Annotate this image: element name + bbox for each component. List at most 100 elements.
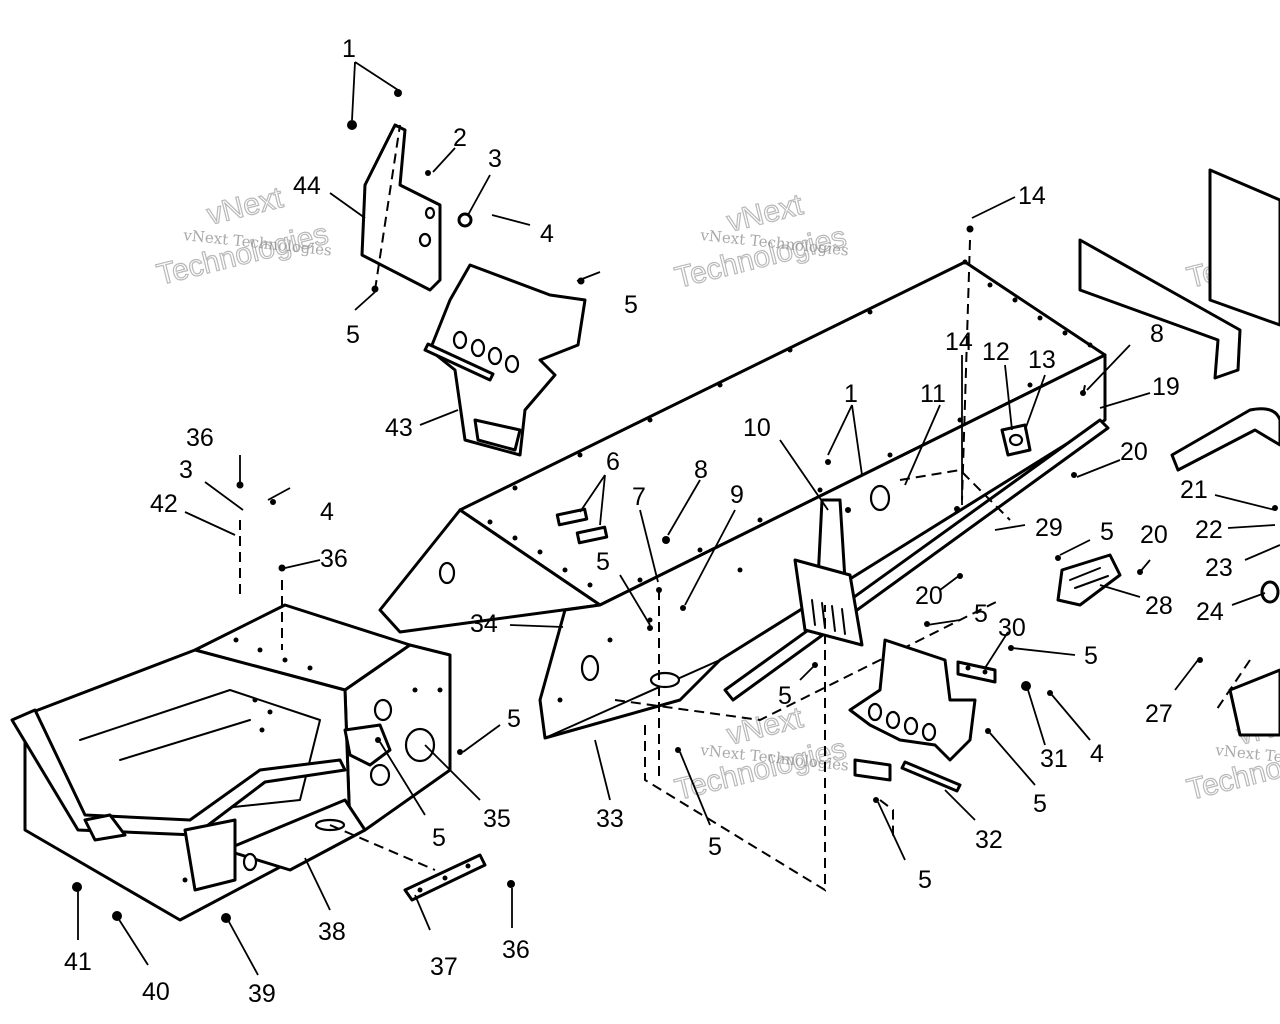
callout-8: 8 xyxy=(694,456,708,484)
part-24 xyxy=(1260,580,1280,604)
assembly-center-lines xyxy=(239,124,1251,892)
rod-32 xyxy=(900,760,962,793)
footrest-front xyxy=(848,638,977,793)
callout-20: 20 xyxy=(1120,438,1148,466)
callout-5: 5 xyxy=(624,291,638,319)
callout-33: 33 xyxy=(596,805,624,833)
callout-14: 14 xyxy=(1018,182,1046,210)
callout-34: 34 xyxy=(470,610,498,638)
bulkhead-crossbar xyxy=(10,708,347,837)
bracket-30 xyxy=(956,660,997,684)
callout-14: 14 xyxy=(945,328,973,356)
tunnel-rivets xyxy=(487,259,1093,703)
callout-4: 4 xyxy=(1090,740,1104,768)
callout-20: 20 xyxy=(915,582,943,610)
callout-13: 13 xyxy=(1028,346,1056,374)
vent-plate xyxy=(343,723,392,767)
tunnel-slot-b xyxy=(575,525,609,545)
callout-20: 20 xyxy=(1140,521,1168,549)
callout-3: 3 xyxy=(488,145,502,173)
callout-24: 24 xyxy=(1196,598,1224,626)
callout-40: 40 xyxy=(142,978,170,1006)
callout-5: 5 xyxy=(1033,790,1047,818)
tunnel-hole-bottom xyxy=(649,671,681,689)
callout-7: 7 xyxy=(632,483,646,511)
callout-42: 42 xyxy=(150,490,178,518)
callout-36: 36 xyxy=(502,936,530,964)
svg-text:vNext: vNext xyxy=(204,181,287,232)
tunnel-hole-left xyxy=(438,561,456,585)
callout-10: 10 xyxy=(743,414,771,442)
gauge-35 xyxy=(404,727,436,763)
callout-23: 23 xyxy=(1205,554,1233,582)
callout-27: 27 xyxy=(1145,700,1173,728)
tunnel-bottom-edge xyxy=(544,659,721,739)
callout-43: 43 xyxy=(385,414,413,442)
steering-post-10 xyxy=(793,484,891,647)
callout-44: 44 xyxy=(293,172,321,200)
callout-5: 5 xyxy=(778,682,792,710)
bulkhead-rivets xyxy=(182,637,443,883)
callout-4: 4 xyxy=(320,498,334,526)
footrest-front-body xyxy=(848,638,977,762)
tunnel-hole-front xyxy=(580,654,600,682)
bulkhead-lower xyxy=(23,648,352,922)
callout-22: 22 xyxy=(1195,516,1223,544)
tunnel-slot-a xyxy=(555,507,589,527)
callout-21: 21 xyxy=(1180,476,1208,504)
callout-5: 5 xyxy=(346,321,360,349)
callout-3: 3 xyxy=(179,456,193,484)
callout-41: 41 xyxy=(64,948,92,976)
callout-labels: 1 2 3 4 5 5 44 43 36 3 42 4 36 14 14 12 … xyxy=(64,35,1233,1008)
callout-2: 2 xyxy=(453,124,467,152)
callout-5: 5 xyxy=(918,866,932,894)
callout-11: 11 xyxy=(920,380,946,408)
tunnel-hidden-line-2 xyxy=(899,468,1011,521)
callout-5: 5 xyxy=(1084,642,1098,670)
callout-35: 35 xyxy=(483,805,511,833)
bracket-44 xyxy=(347,89,473,292)
panel-38 xyxy=(223,798,367,872)
callout-8: 8 xyxy=(1150,320,1164,348)
tunnel-left-skirt xyxy=(378,508,602,634)
callout-36: 36 xyxy=(320,545,348,573)
bracket-12-13 xyxy=(1000,423,1032,457)
callout-6: 6 xyxy=(606,448,620,476)
clip-3 xyxy=(457,212,473,228)
callout-39: 39 xyxy=(248,980,276,1008)
callout-12: 12 xyxy=(982,338,1010,366)
callout-5: 5 xyxy=(974,600,988,628)
callout-29: 29 xyxy=(1035,514,1063,542)
callout-32: 32 xyxy=(975,826,1003,854)
footrest-43 xyxy=(423,263,587,457)
handle-21 xyxy=(1170,407,1280,472)
callout-1: 1 xyxy=(844,380,858,408)
callout-5: 5 xyxy=(708,833,722,861)
cover-27 xyxy=(1228,668,1280,737)
leader-lines xyxy=(77,61,1280,976)
part-28 xyxy=(1056,553,1122,607)
strip-37 xyxy=(403,853,487,902)
callout-5: 5 xyxy=(432,824,446,852)
callout-19: 19 xyxy=(1152,373,1180,401)
callout-31: 31 xyxy=(1040,745,1068,773)
footrest-43-rod xyxy=(423,342,495,382)
callout-5: 5 xyxy=(596,548,610,576)
seat-pad xyxy=(83,813,127,842)
rear-bumper-bracket xyxy=(1078,168,1280,380)
steering-post-bushing xyxy=(869,484,891,512)
callout-38: 38 xyxy=(318,918,346,946)
callout-1: 1 xyxy=(342,35,356,63)
callout-5: 5 xyxy=(507,705,521,733)
callout-9: 9 xyxy=(730,481,744,509)
callout-30: 30 xyxy=(998,614,1026,642)
tunnel-hidden-line xyxy=(614,599,1001,722)
callout-28: 28 xyxy=(1145,592,1173,620)
bulkhead-38 xyxy=(10,603,452,922)
watermark-5: vNext Technologies vNext Technologies xyxy=(671,700,850,807)
callout-36: 36 xyxy=(186,424,214,452)
callout-5: 5 xyxy=(1100,518,1114,546)
watermark-2: vNext Technologies vNext Technologies xyxy=(671,187,850,295)
callout-37: 37 xyxy=(430,953,458,981)
